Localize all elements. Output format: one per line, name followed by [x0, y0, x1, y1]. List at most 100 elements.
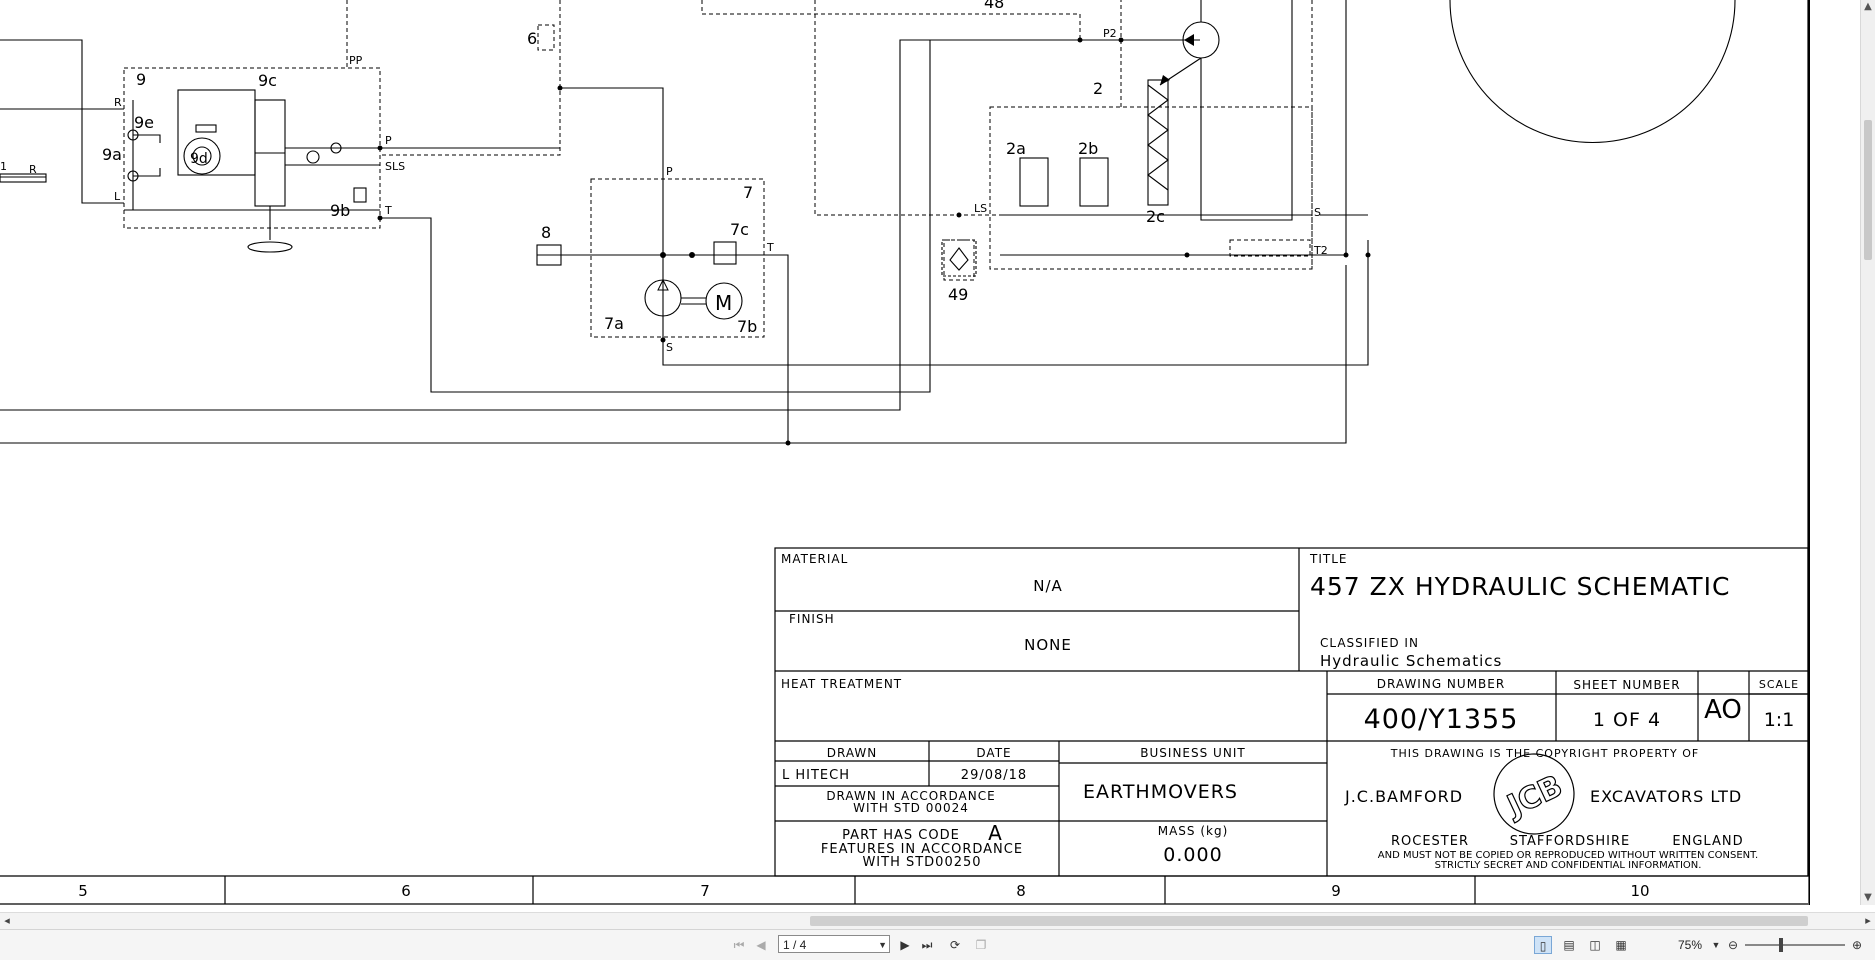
finish-label: FINISH: [789, 612, 835, 626]
label-9: 9: [136, 70, 146, 89]
sheet-number-value: 1 OF 4: [1593, 709, 1661, 731]
continuous-icon[interactable]: ▤: [1563, 938, 1575, 952]
label-s: S: [1314, 206, 1321, 219]
label-edge-r: R: [29, 163, 37, 176]
material-value: N/A: [1033, 577, 1063, 595]
facing-continuous-icon[interactable]: ▦: [1615, 938, 1627, 952]
zoom-out-icon[interactable]: ⊖: [1727, 938, 1739, 952]
business-unit-label: BUSINESS UNIT: [1140, 746, 1245, 760]
location-3: ENGLAND: [1672, 834, 1743, 849]
date-label: DATE: [976, 746, 1011, 760]
title-block: [774, 547, 1809, 877]
grid-col-8: 8: [1016, 882, 1026, 900]
zoom-dropdown-icon[interactable]: ▼: [1711, 940, 1721, 950]
box-7: [590, 178, 765, 338]
material-label: MATERIAL: [781, 552, 848, 566]
finish-value: NONE: [1024, 636, 1072, 654]
label-9e: 9e: [134, 113, 154, 132]
drawing-canvas[interactable]: 9 9c 9e 9a 9d 9b 6 48 2 2a 2b 2c 49 8 7 …: [0, 0, 1837, 905]
part-code-line1: PART HAS CODE: [842, 828, 960, 843]
vertical-scrollbar[interactable]: ▲ ▼: [1860, 0, 1875, 905]
notice-line1: AND MUST NOT BE COPIED OR REPRODUCED WIT…: [1378, 850, 1758, 861]
horizontal-scroll-thumb[interactable]: [810, 916, 1808, 926]
first-page-icon[interactable]: ⏮: [733, 938, 745, 952]
drawing-number-value: 400/Y1355: [1364, 704, 1519, 735]
label-l: L: [114, 190, 121, 203]
label-2: 2: [1093, 79, 1103, 98]
label-9b: 9b: [330, 201, 350, 220]
label-9a: 9a: [102, 145, 122, 164]
label-pump-t: T: [766, 241, 774, 254]
single-page-icon[interactable]: ▯: [1534, 936, 1552, 954]
scroll-right-icon[interactable]: ▸: [1865, 914, 1871, 927]
label-pp: PP: [349, 54, 363, 67]
label-9d: 9d: [190, 151, 208, 167]
label-edge-1: 1: [0, 160, 7, 173]
grid-col-9: 9: [1331, 882, 1341, 900]
prev-page-icon[interactable]: ◀: [756, 938, 766, 952]
schematic-svg: 9 9c 9e 9a 9d 9b 6 48 2 2a 2b 2c 49 8 7 …: [0, 0, 1837, 905]
title-label: TITLE: [1309, 552, 1347, 566]
drawn-label: DRAWN: [827, 746, 878, 760]
next-page-icon[interactable]: ▶: [900, 938, 910, 952]
viewer-statusbar: ⏮ ◀ 1 / 4 ▼ ▶ ⏭ ⟳ ❐ ▯ ▤ ◫ ▦ 75% ▼ ⊖ ⊕: [0, 929, 1875, 960]
sheet-number-label: SHEET NUMBER: [1573, 678, 1680, 692]
accordance-line2: WITH STD 00024: [853, 801, 969, 815]
scroll-up-icon[interactable]: ▲: [1864, 1, 1872, 12]
label-p: P: [385, 134, 392, 147]
scale-label: SCALE: [1759, 678, 1799, 691]
part-code-line3: WITH STD00250: [862, 855, 981, 870]
label-r: R: [114, 96, 122, 109]
label-sls: SLS: [385, 160, 405, 173]
location-1: ROCESTER: [1391, 834, 1469, 849]
grid-col-6: 6: [401, 882, 411, 900]
chevron-down-icon: ▼: [878, 940, 887, 950]
accordance-line1: DRAWN IN ACCORDANCE: [826, 789, 995, 803]
grid-col-5: 5: [78, 882, 88, 900]
zoom-in-icon[interactable]: ⊕: [1851, 938, 1863, 952]
mass-value: 0.000: [1163, 844, 1222, 866]
vertical-scroll-thumb[interactable]: [1864, 120, 1872, 260]
drawing-title: 457 ZX HYDRAULIC SCHEMATIC: [1310, 572, 1730, 601]
part-code-line2: FEATURES IN ACCORDANCE: [821, 842, 1023, 857]
grid-col-10: 10: [1630, 882, 1649, 900]
business-unit-value: EARTHMOVERS: [1083, 781, 1238, 803]
box-2: [989, 106, 1313, 270]
label-7c: 7c: [730, 220, 749, 239]
label-9c: 9c: [258, 71, 277, 90]
scroll-left-icon[interactable]: ◂: [4, 914, 10, 927]
date-value: 29/08/18: [961, 768, 1027, 783]
classified-label: CLASSIFIED IN: [1320, 636, 1419, 650]
label-6: 6: [527, 29, 537, 48]
label-motor: M: [715, 291, 732, 315]
logo-text: JCB: [1500, 769, 1567, 825]
label-ls: LS: [974, 202, 987, 215]
label-2b: 2b: [1078, 139, 1098, 158]
label-p2: P2: [1103, 27, 1117, 40]
zoom-slider[interactable]: [1745, 944, 1845, 946]
scroll-down-icon[interactable]: ▼: [1864, 892, 1872, 903]
classified-value: Hydraulic Schematics: [1320, 652, 1502, 670]
rotate-icon[interactable]: ⟳: [949, 938, 961, 952]
zoom-slider-thumb[interactable]: [1779, 938, 1783, 952]
last-page-icon[interactable]: ⏭: [921, 938, 933, 952]
label-t2: T2: [1313, 244, 1328, 257]
copy-icon[interactable]: ❐: [975, 938, 987, 952]
label-8: 8: [541, 223, 551, 242]
drawn-value: L HITECH: [782, 768, 850, 783]
label-7: 7: [743, 183, 753, 202]
copyright-line: THIS DRAWING IS THE COPYRIGHT PROPERTY O…: [1390, 747, 1699, 760]
label-49: 49: [948, 285, 968, 304]
label-2c: 2c: [1146, 207, 1165, 226]
label-7a: 7a: [604, 314, 624, 333]
facing-icon[interactable]: ◫: [1589, 938, 1601, 952]
horizontal-scrollbar[interactable]: ◂ ▸: [0, 912, 1875, 929]
label-7b: 7b: [737, 317, 757, 336]
page-select[interactable]: 1 / 4 ▼: [778, 935, 890, 953]
label-pump-p: P: [666, 165, 673, 178]
page-indicator: 1 / 4: [783, 938, 807, 952]
grid-col-7: 7: [700, 882, 710, 900]
heat-treatment-label: HEAT TREATMENT: [781, 677, 902, 691]
label-48: 48: [984, 0, 1004, 12]
zoom-level[interactable]: 75%: [1677, 938, 1702, 952]
